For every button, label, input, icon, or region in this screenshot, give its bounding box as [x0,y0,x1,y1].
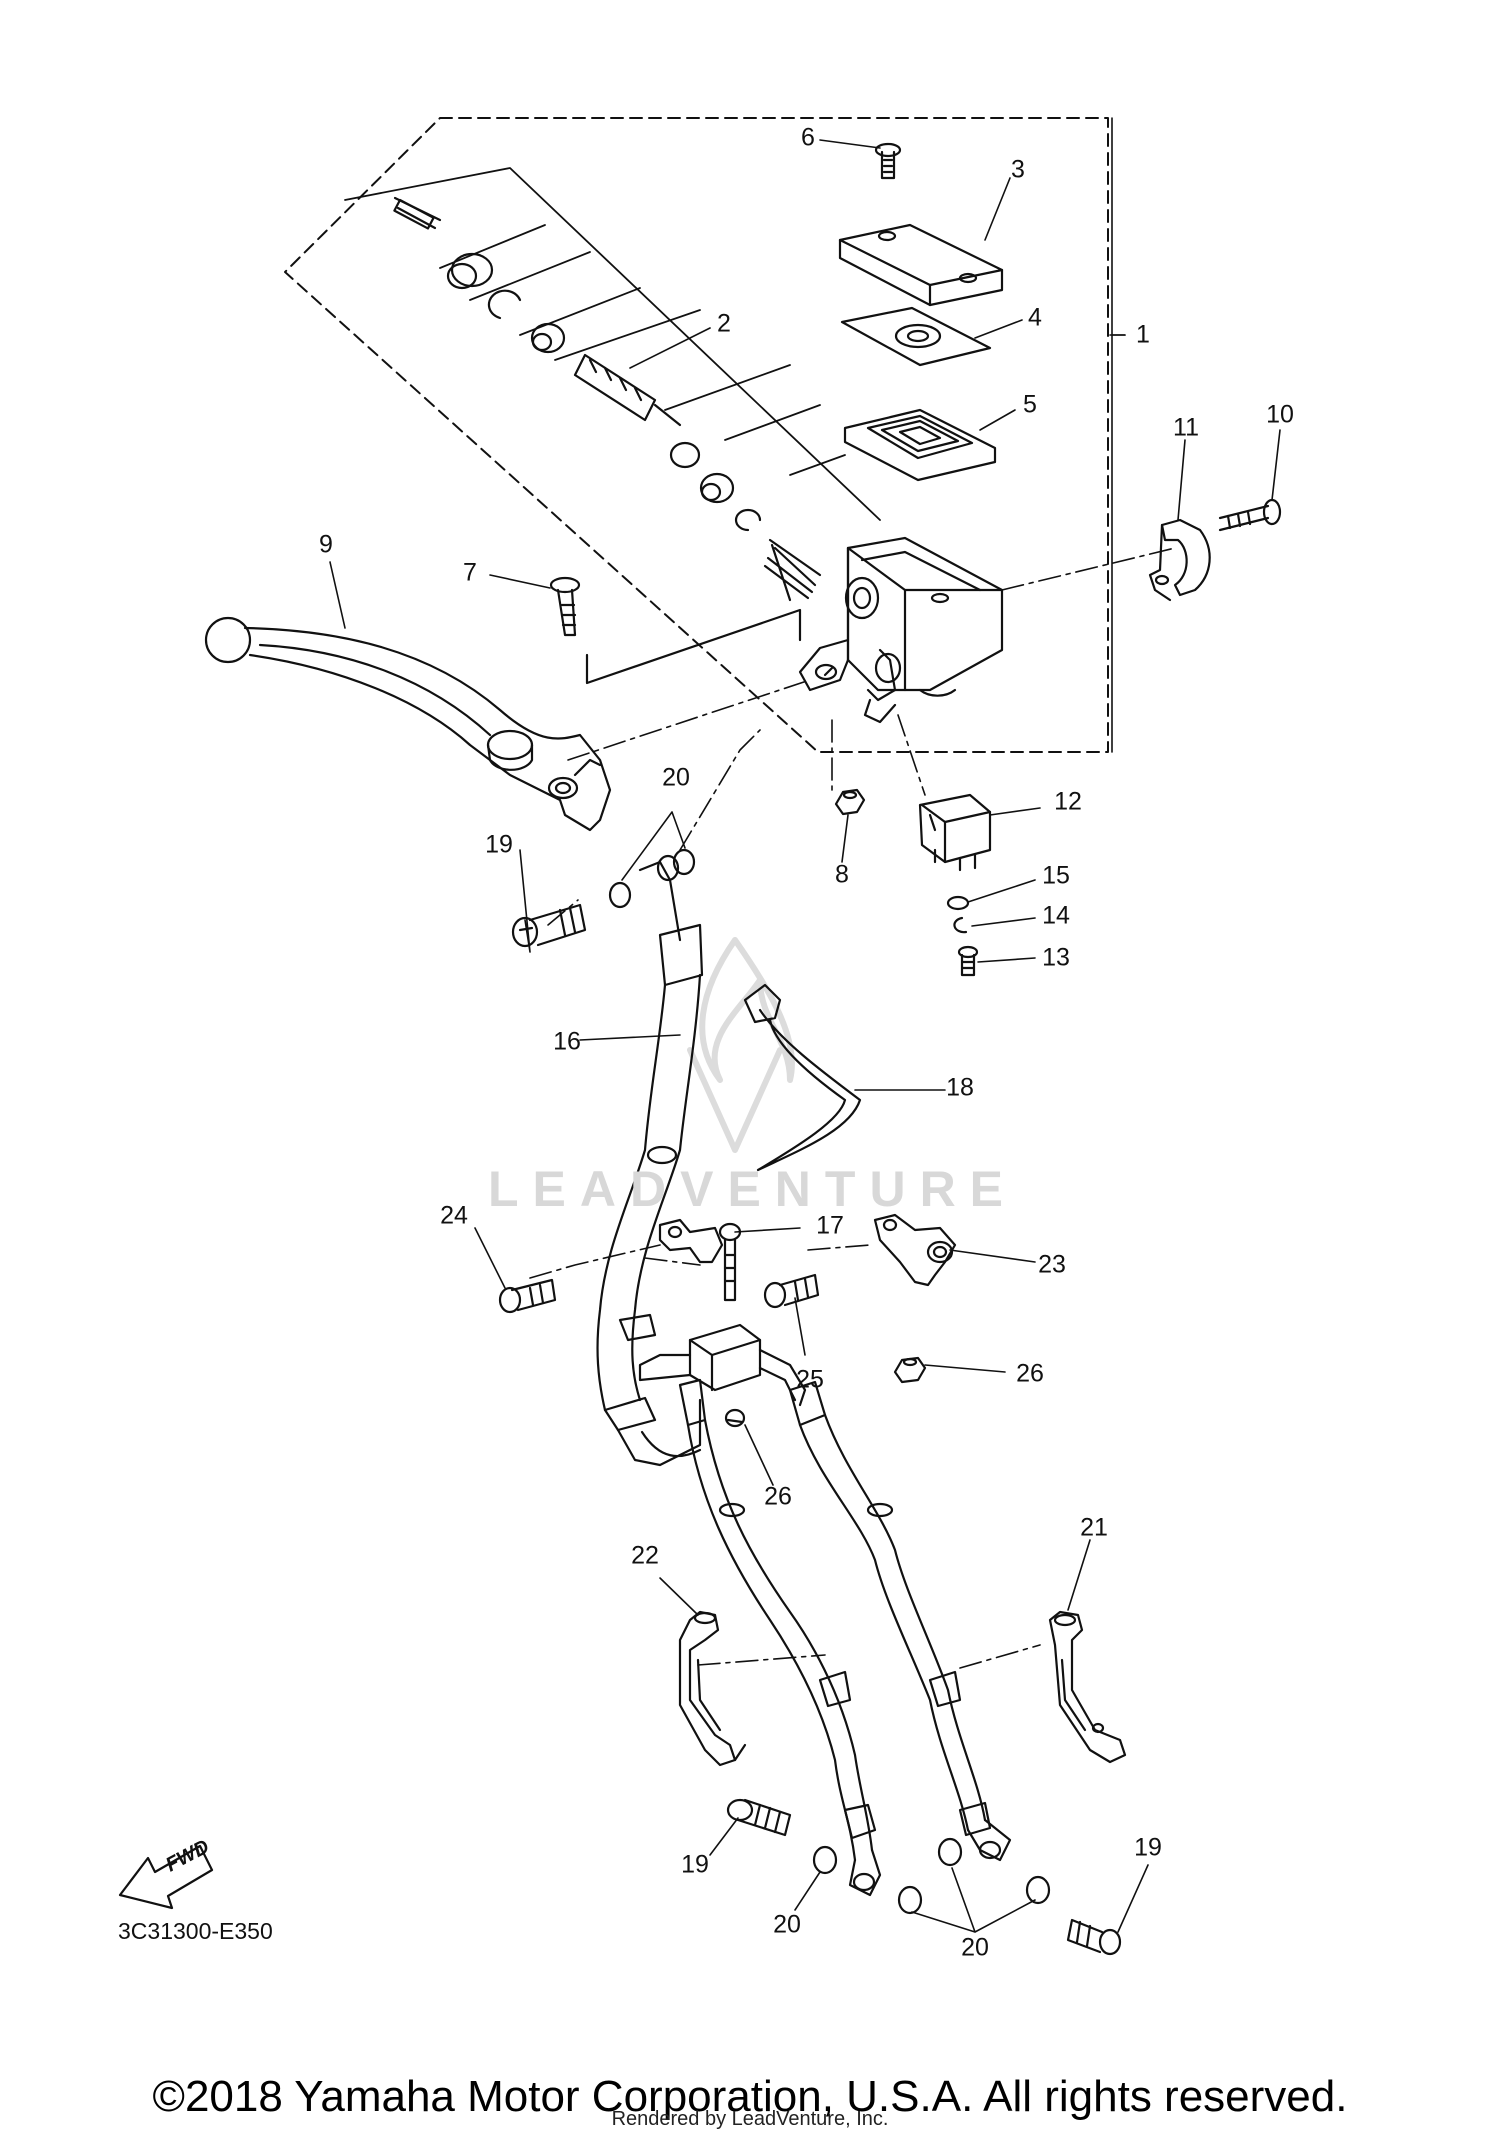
callout-11: 11 [1173,413,1199,442]
callout-25: 25 [796,1365,824,1394]
rendered-by-notice: Rendered by LeadVenture, Inc. [611,2108,889,2130]
watermark-text: LEADVENTURE [488,1161,1018,1217]
callout-15: 15 [1042,861,1070,890]
brake-lever-9 [204,616,612,832]
callout-20-top: 20 [662,763,690,792]
callout-3: 3 [1011,155,1025,184]
callout-13: 13 [1042,943,1070,972]
callout-9: 9 [319,530,333,559]
assembly-outline [284,117,1109,753]
banjo-bolt-19-top [511,903,587,948]
hose-bracket-17 [658,1218,742,1302]
washer-20-c [812,1845,838,1875]
callout-12: 12 [1054,787,1082,816]
cable-tie-18 [743,983,862,1172]
washer-20-a [608,881,632,909]
hose-joint [618,1313,807,1428]
piston-kit-parts [393,196,822,602]
reservoir-cap-3 [838,223,1004,307]
callout-2: 2 [717,309,731,338]
callout-19-left: 19 [681,1850,709,1879]
hose-guide-21 [1048,1610,1127,1764]
callout-24: 24 [440,1201,468,1230]
callout-20-left: 20 [773,1910,801,1939]
nut-26-right [893,1356,927,1384]
hose-holder-23 [873,1213,957,1287]
callout-22: 22 [631,1541,659,1570]
callout-14: 14 [1042,901,1070,930]
screw-13 [957,945,979,977]
callout-18: 18 [946,1073,974,1102]
nut-8 [834,788,866,816]
fwd-arrow [118,1844,214,1910]
bolt-25 [763,1273,820,1309]
callout-26-right: 26 [1016,1359,1044,1388]
callout-6: 6 [801,123,815,152]
holder-clamp-11 [1148,518,1211,602]
hose-guide-22 [678,1610,747,1767]
callout-19-top: 19 [485,830,513,859]
watermark-logo [687,937,795,1153]
callout-21: 21 [1080,1513,1108,1542]
callout-7: 7 [463,558,477,587]
lower-hoses [678,1378,1012,1897]
diaphragm-5 [843,408,997,482]
washer-20-b [672,848,696,876]
master-cylinder-body [798,536,1004,724]
callout-23: 23 [1038,1250,1066,1279]
callout-17: 17 [816,1211,844,1240]
washer-15 [946,895,970,911]
diagram-code: 3C31300-E350 [118,1918,273,1944]
circlip-14 [953,916,968,934]
callout-1: 1 [1136,320,1150,349]
callout-20-right: 20 [961,1933,989,1962]
bolt-24 [498,1278,557,1314]
banjo-bolt-19-left [726,1798,792,1837]
callout-10: 10 [1266,400,1294,429]
bolt-10 [1218,498,1282,532]
copyright-notice: ©2018 Yamaha Motor Corporation, U.S.A. A… [152,2072,1348,2121]
washer-20-e [937,1837,963,1867]
center-lines [529,547,1176,1669]
washer-20-f [1025,1875,1051,1905]
callout-1-bracket [1111,117,1126,753]
screw-6 [874,142,902,180]
callout-4: 4 [1028,303,1042,332]
washer-20-d [897,1885,923,1915]
piston-kit-leaders [344,167,881,521]
brake-switch-12 [918,793,992,872]
pivot-bolt-7 [549,576,802,685]
callout-16: 16 [553,1027,581,1056]
callout-8: 8 [835,860,849,889]
banjo-bolt-19-right [1066,1918,1122,1956]
leader-lines [329,139,1281,1933]
callout-26-lower: 26 [764,1482,792,1511]
callout-19-right: 19 [1134,1833,1162,1862]
diaphragm-plate-4 [840,306,992,367]
callout-5: 5 [1023,390,1037,419]
brake-hose-16 [596,854,704,1467]
